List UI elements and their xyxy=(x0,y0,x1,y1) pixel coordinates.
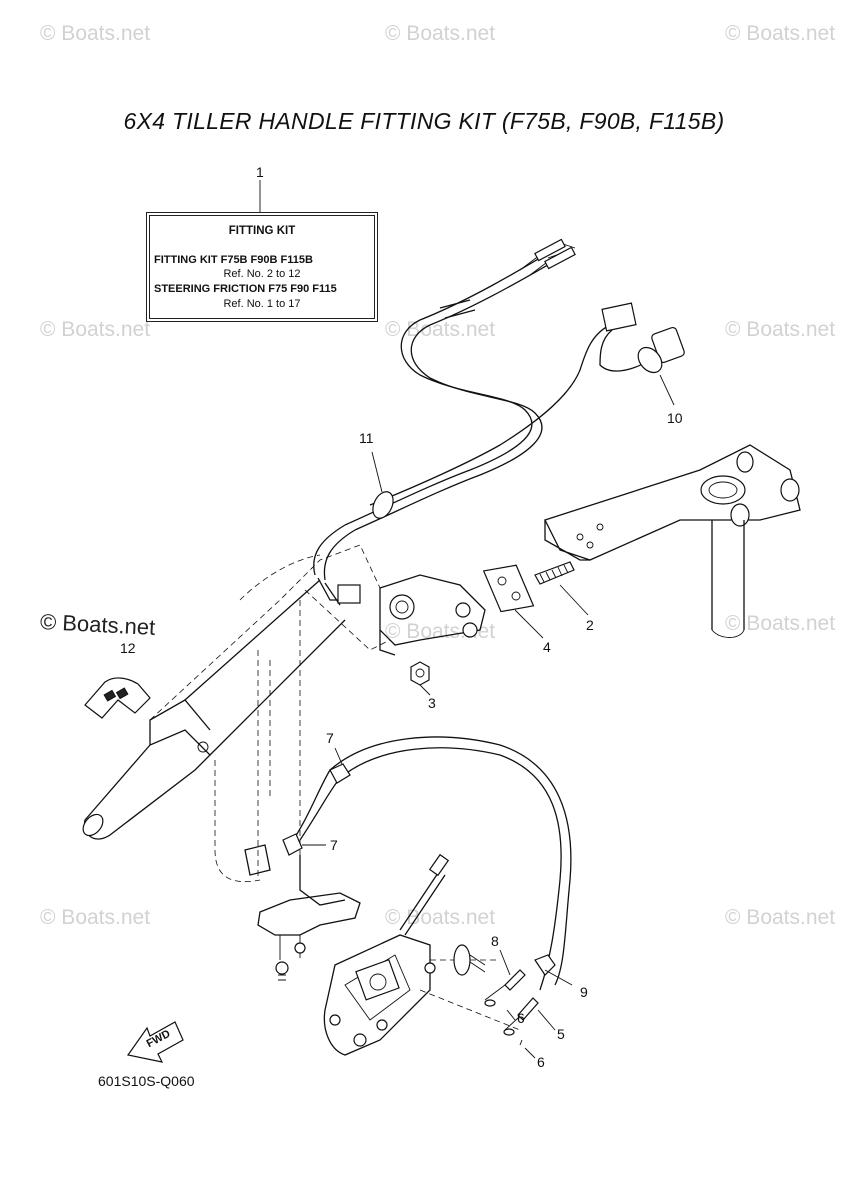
callout-11: 11 xyxy=(359,430,374,446)
stud-bolt xyxy=(534,561,589,616)
callout-2: 2 xyxy=(586,617,594,633)
diagram-title: 6X4 TILLER HANDLE FITTING KIT (F75B, F90… xyxy=(123,108,725,134)
callout-10: 10 xyxy=(667,410,683,426)
diagram-code: 601S10S-Q060 xyxy=(98,1073,195,1089)
watermark: © Boats.net xyxy=(385,318,496,341)
mounting-plate xyxy=(244,844,361,981)
tiller-bracket xyxy=(379,574,486,656)
steering-friction-ref-line: Ref. No. 1 to 17 xyxy=(223,298,301,310)
steering-friction-line: STEERING FRICTION F75 F90 F115 xyxy=(154,283,337,295)
cable-tie xyxy=(371,451,394,519)
callout-7: 7 xyxy=(326,730,334,746)
watermark: © Boats.net xyxy=(40,22,151,45)
callout-7: 7 xyxy=(330,837,338,853)
callout-8: 8 xyxy=(491,933,499,949)
watermark: © Boats.net xyxy=(40,318,151,341)
watermark: © Boats.net xyxy=(385,22,496,45)
watermark: © Boats.net xyxy=(40,906,151,929)
watermark: © Boats.net xyxy=(725,612,836,635)
wire-harness xyxy=(369,302,685,506)
fwd-arrow xyxy=(126,1021,184,1063)
cable-clamp xyxy=(282,747,351,856)
watermark: © Boats.net xyxy=(725,22,836,45)
nut xyxy=(410,661,431,696)
fitting-kit-line: FITTING KIT F75B F90B F115B xyxy=(154,254,313,266)
callout-12: 12 xyxy=(120,640,136,656)
callout-3: 3 xyxy=(428,695,436,711)
watermark: © Boats.net xyxy=(725,906,836,929)
control-box xyxy=(323,853,521,1056)
fitting-kit-heading: FITTING KIT xyxy=(228,225,296,237)
fitting-kit-ref-line: Ref. No. 2 to 12 xyxy=(223,268,301,280)
callout-4: 4 xyxy=(543,639,551,655)
callout-6: 6 xyxy=(517,1010,525,1026)
plate xyxy=(482,564,544,639)
fitting-kit-box: FITTING KIT FITTING KIT F75B F90B F115B … xyxy=(146,212,378,322)
watermark: © Boats.net xyxy=(725,318,836,341)
callout-5: 5 xyxy=(557,1026,565,1042)
link-parts xyxy=(453,944,573,1059)
steering-bracket xyxy=(544,444,801,638)
callout-1: 1 xyxy=(256,164,264,180)
throttle-cables xyxy=(344,238,576,531)
grip-cover xyxy=(84,677,151,719)
tiller-handle xyxy=(82,544,391,883)
callout-9: 9 xyxy=(580,984,588,1000)
callout-6: 6 xyxy=(537,1054,545,1070)
